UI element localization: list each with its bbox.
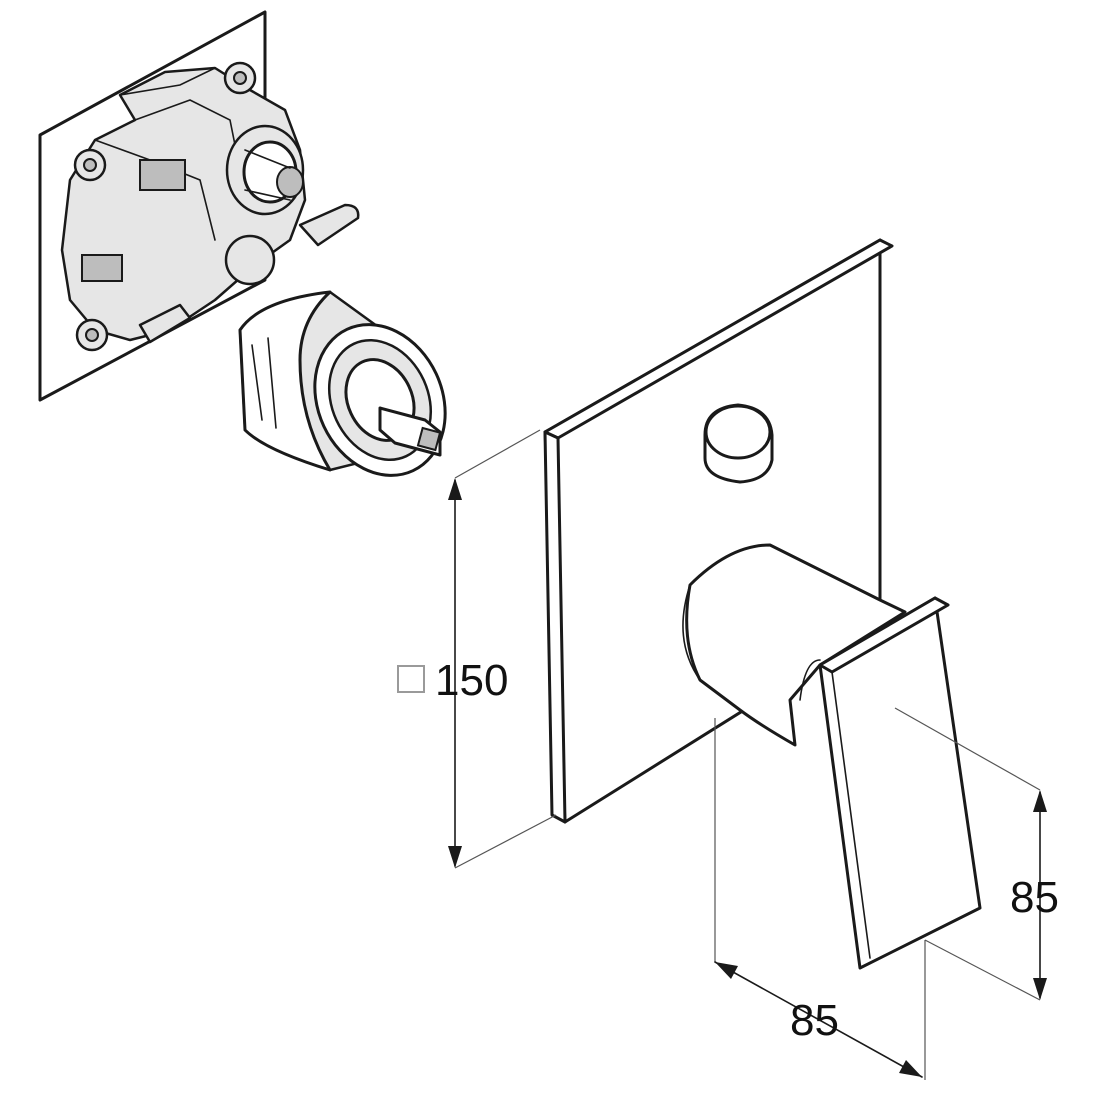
rough-in-valve xyxy=(38,10,447,477)
handle-body xyxy=(685,543,907,747)
screw-icon xyxy=(223,61,257,95)
upper-port xyxy=(225,124,305,216)
dimension-plate-size-value: 150 xyxy=(435,656,508,705)
diverter-button xyxy=(703,403,774,484)
dimension-handle-height-value: 85 xyxy=(1010,873,1059,922)
round-port xyxy=(224,234,276,286)
trim-assembly xyxy=(543,238,982,970)
cartridge-cylinder xyxy=(238,290,447,477)
handle-lever-top xyxy=(818,596,950,674)
arrow-down-icon xyxy=(1033,978,1047,1000)
arrow-up-icon xyxy=(1033,790,1047,812)
dimension-handle-projection: 85 xyxy=(714,718,926,1080)
square-symbol-icon xyxy=(397,665,425,693)
side-lever xyxy=(298,203,360,247)
dimension-handle-projection-value: 85 xyxy=(790,996,839,1045)
arrow-left-icon xyxy=(715,962,738,979)
arrow-up-icon xyxy=(448,478,462,500)
arrow-right-icon xyxy=(899,1060,922,1077)
label-plate xyxy=(139,159,186,191)
screw-icon xyxy=(73,148,107,182)
wall-plate-side xyxy=(543,430,567,824)
left-lever xyxy=(138,303,192,344)
screw-icon xyxy=(75,318,109,352)
label-plate-2 xyxy=(81,254,123,282)
arrow-down-icon xyxy=(448,846,462,868)
dimension-handle-height: 85 xyxy=(894,707,1059,1001)
dimension-plate-size: 150 xyxy=(397,429,557,869)
